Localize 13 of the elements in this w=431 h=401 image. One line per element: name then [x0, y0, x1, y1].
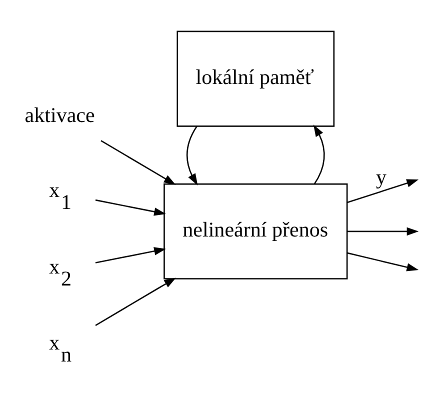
arrow: [346, 179, 418, 204]
arrow: [100, 140, 176, 185]
node-box: lokální paměť: [176, 30, 334, 127]
arrow: [346, 252, 418, 272]
arrow: [94, 247, 166, 264]
arrow: [94, 278, 176, 326]
edge-label: y: [376, 164, 386, 189]
node-box: nelineární přenos: [163, 183, 348, 280]
node-text: aktivace: [24, 102, 94, 127]
arrow: [312, 124, 324, 184]
arrow: [186, 126, 198, 186]
arrow: [94, 199, 166, 216]
arrow: [346, 227, 418, 236]
